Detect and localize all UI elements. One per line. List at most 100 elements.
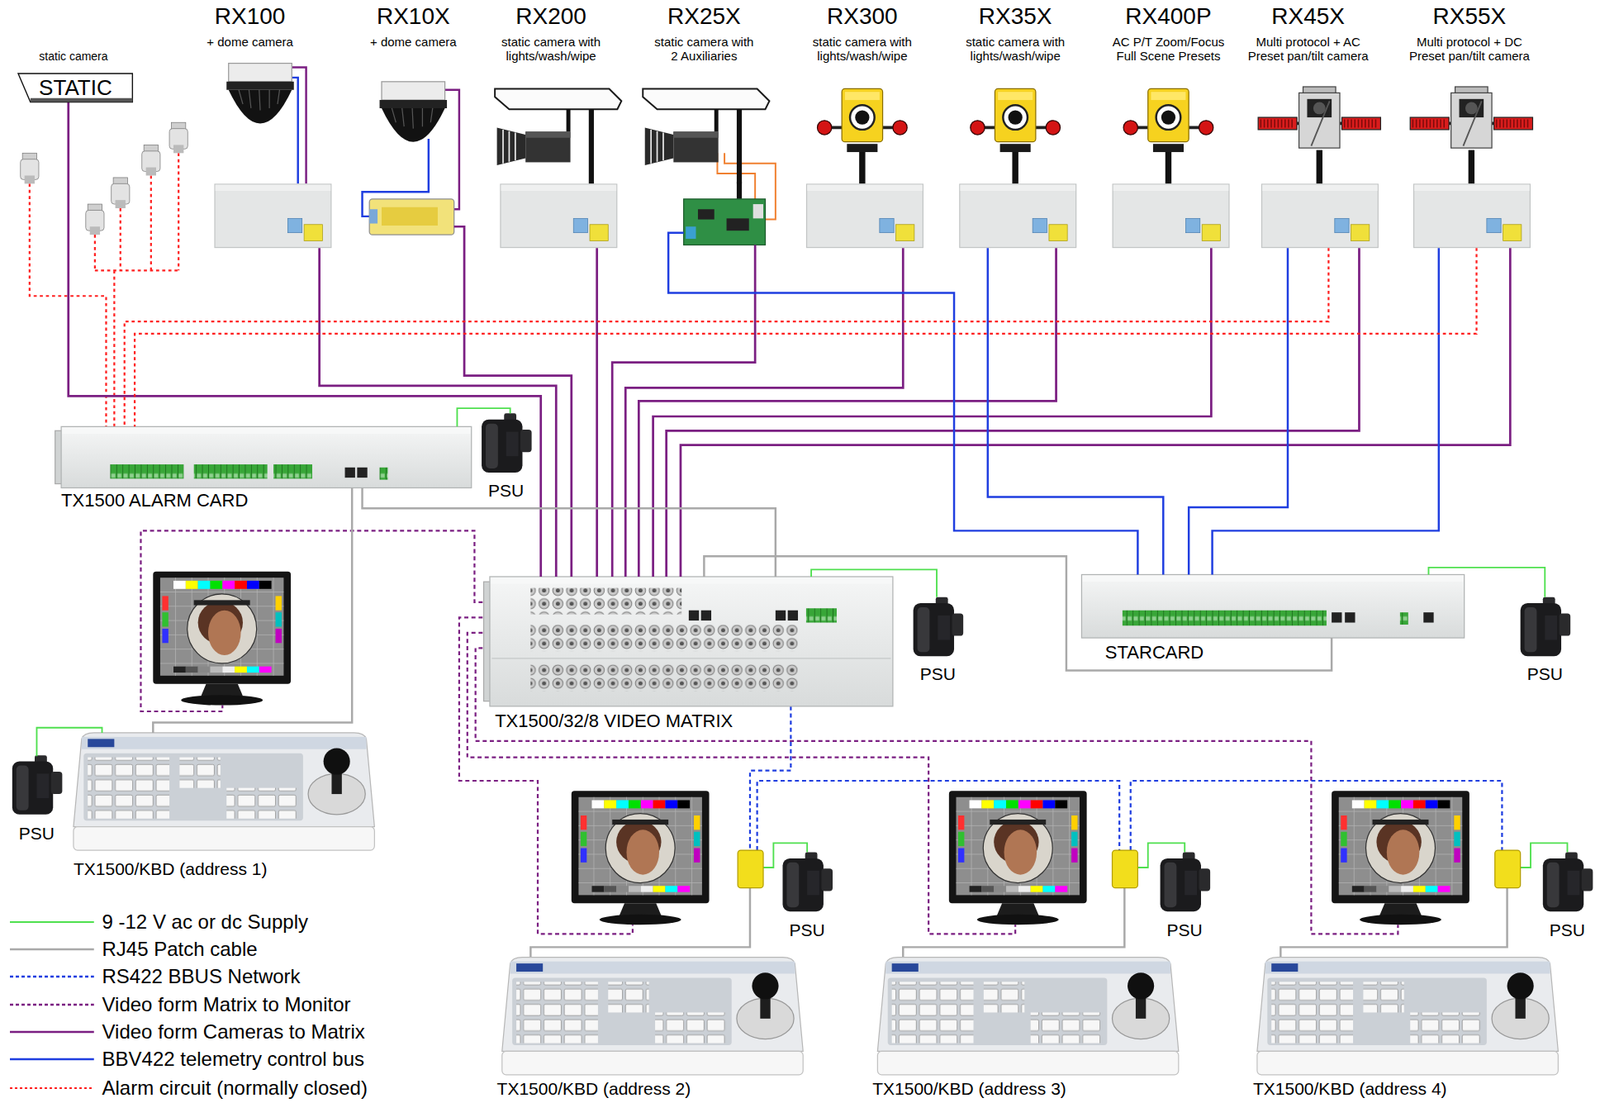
monitor <box>949 790 1088 925</box>
legend-sample <box>8 916 95 927</box>
legend-entry: RS422 BBUS Network <box>8 965 301 988</box>
camera-model: RX55X <box>1392 3 1546 29</box>
video-matrix: TX1500/32/8 VIDEO MATRIX <box>489 576 893 707</box>
telemetry-cable <box>987 247 1164 575</box>
power-supply: PSU <box>1540 853 1594 915</box>
power-supply: PSU <box>479 413 533 475</box>
starcard-rack <box>1081 574 1464 638</box>
control-keyboard: TX1500/KBD (address 2) <box>502 957 803 1075</box>
pan-tilt-camera <box>1123 88 1214 184</box>
camera-description: static camera with lights/wash/wipe <box>487 35 615 64</box>
telemetry-cable <box>1188 247 1288 575</box>
monitor-video-cable <box>140 530 490 712</box>
legend-line-sample <box>9 1030 95 1034</box>
legend-entry: RJ45 Patch cable <box>8 938 258 960</box>
static-camera-box: static cameraSTATIC <box>18 73 133 103</box>
bbus-network <box>750 706 791 850</box>
legend-sample <box>8 999 95 1010</box>
camera-receiver: RX25Xstatic camera with 2 Auxiliaries <box>683 199 766 246</box>
camera-bracket <box>736 181 742 200</box>
receiver-box <box>959 184 1077 248</box>
legend-entry: Alarm circuit (normally closed) <box>8 1077 368 1099</box>
device-label: TX1500/32/8 VIDEO MATRIX <box>494 711 733 732</box>
patch-cable <box>152 487 352 732</box>
legend-sample <box>8 971 95 982</box>
video-cable <box>454 226 572 577</box>
psu-icon <box>1543 851 1594 912</box>
static-camera-icon <box>85 204 105 235</box>
static-camera-housing <box>642 88 770 184</box>
auxiliary-wire <box>716 152 755 200</box>
legend-text: RJ45 Patch cable <box>102 939 258 960</box>
video-cable <box>666 247 1360 577</box>
dome-camera <box>379 81 448 143</box>
legend-text: Video form Cameras to Matrix <box>102 1021 366 1042</box>
psu-label: PSU <box>1536 920 1598 941</box>
video-cable <box>638 247 1056 577</box>
video-cable <box>680 247 1510 577</box>
video-cable <box>653 247 1212 577</box>
junction-box <box>1495 849 1521 888</box>
receiver-box <box>1414 184 1531 248</box>
psu-label: PSU <box>475 480 537 501</box>
psu-icon <box>1520 597 1572 657</box>
camera-receiver: RX35Xstatic camera with lights/wash/wipe <box>959 183 1077 248</box>
camera-model: RX10X <box>337 3 490 29</box>
camera-description: + dome camera <box>346 35 480 50</box>
dome-camera <box>226 63 295 124</box>
keyboard-icon <box>877 957 1178 1075</box>
legend-line-sample <box>9 921 95 923</box>
keyboard-label: TX1500/KBD (address 1) <box>73 859 268 879</box>
camera-model: RX200 <box>474 3 627 29</box>
camera-description: Multi protocol + AC Preset pan/tilt came… <box>1243 35 1372 64</box>
junction-box <box>737 849 764 888</box>
supply-wire <box>1428 567 1545 598</box>
legend-text: RS422 BBUS Network <box>102 966 301 987</box>
control-keyboard: TX1500/KBD (address 4) <box>1257 957 1558 1075</box>
legend-text: Video form Matrix to Monitor <box>102 994 352 1015</box>
junction-box <box>1112 849 1139 888</box>
legend-text: Alarm circuit (normally closed) <box>102 1077 368 1098</box>
control-keyboard: TX1500/KBD (address 3) <box>877 957 1178 1075</box>
camera-description: static camera with lights/wash/wipe <box>951 35 1079 64</box>
preset-camera <box>1258 86 1381 184</box>
power-supply: PSU <box>911 597 964 659</box>
psu-icon <box>913 597 964 657</box>
psu-label: PSU <box>1514 664 1576 684</box>
legend-entry: Video form Matrix to Monitor <box>8 993 352 1016</box>
psu-label: PSU <box>5 823 67 844</box>
telemetry-cable <box>668 232 1138 575</box>
camera-name: STATIC <box>38 75 113 100</box>
auxiliary-board <box>683 199 766 246</box>
monitor-video-cable <box>475 647 1399 934</box>
legend-sample <box>8 1082 95 1093</box>
device-label: TX1500 ALARM CARD <box>61 490 248 512</box>
monitor <box>1331 790 1470 925</box>
camera-description: Multi protocol + DC Preset pan/tilt came… <box>1405 35 1534 64</box>
patch-cable <box>362 487 776 576</box>
supply-wire <box>811 569 937 597</box>
keyboard-label: TX1500/KBD (address 4) <box>1253 1078 1448 1099</box>
alarm-wire <box>94 152 179 427</box>
psu-icon <box>1160 851 1211 912</box>
monitor-video-cable <box>467 632 1016 934</box>
legend-text: BBV422 telemetry control bus <box>102 1049 366 1069</box>
video-cable <box>319 247 557 577</box>
alarm-wire <box>134 247 1477 427</box>
camera-model: RX35X <box>939 3 1092 29</box>
power-supply: PSU <box>1518 597 1572 659</box>
camera-receiver: RX200static camera with lights/wash/wipe <box>499 183 618 248</box>
alarm-card-rack <box>55 426 472 488</box>
keyboard-icon <box>1257 957 1558 1075</box>
camera-receiver: RX55XMulti protocol + DC Preset pan/tilt… <box>1413 183 1531 248</box>
monitor <box>152 571 291 706</box>
keyboard-icon <box>73 732 375 850</box>
legend-line-sample <box>9 948 95 950</box>
power-supply: PSU <box>1158 853 1211 915</box>
psu-label: PSU <box>906 664 969 684</box>
legend-text: 9 -12 V ac or dc Supply <box>102 911 309 932</box>
static-camera-icon <box>111 177 130 209</box>
camera-description: static camera with lights/wash/wipe <box>798 35 926 64</box>
alarm-wire <box>124 247 1330 427</box>
power-supply: PSU <box>780 853 834 915</box>
